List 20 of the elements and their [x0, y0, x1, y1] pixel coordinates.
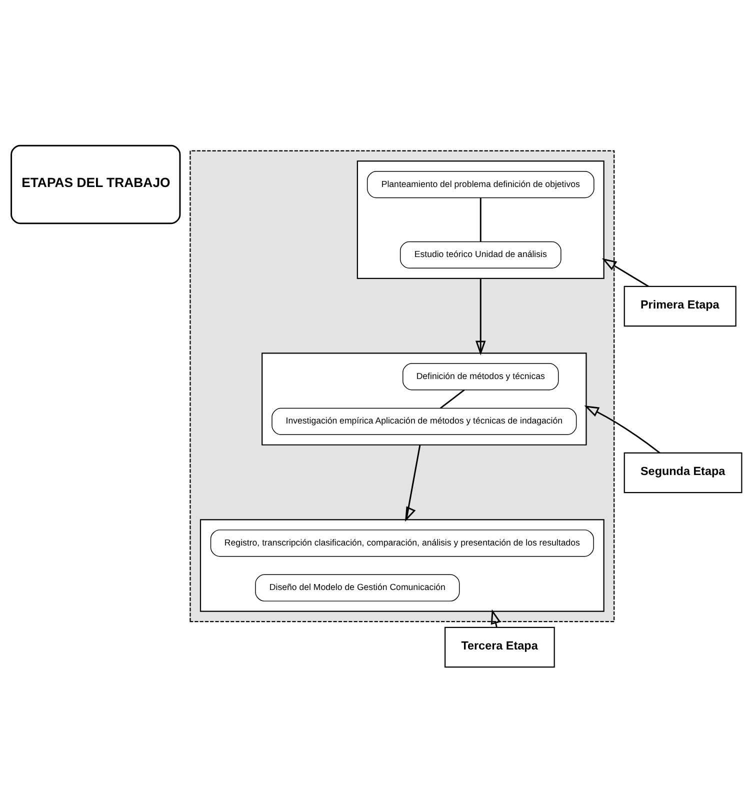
node-box: Estudio teórico Unidad de análisis	[400, 241, 562, 268]
cluster	[190, 150, 615, 622]
connector	[440, 389, 465, 409]
node-box: Planteamiento del problema definición de objetivos	[366, 170, 594, 198]
node-box: Segunda Etapa	[624, 452, 742, 494]
node-box: Tercera Etapa	[444, 626, 555, 668]
arrow	[405, 444, 421, 522]
connector	[480, 198, 482, 242]
arrow	[602, 258, 649, 288]
node-box: ETAPAS DEL TRABAJO	[10, 144, 181, 224]
node-box: Definición de métodos y técnicas	[402, 363, 559, 390]
node-box: Registro, transcripción clasificación, comparación, análisis y presentación de los resultados	[210, 530, 594, 557]
arrow	[584, 406, 660, 454]
cluster	[262, 352, 587, 446]
node-box: Primera Etapa	[624, 286, 736, 327]
cluster	[200, 519, 604, 612]
arrow	[476, 278, 486, 356]
node-box: Diseño del Modelo de Gestión Comunicación	[255, 574, 460, 602]
node-box: Investigación empírica Aplicación de métodos y técnicas de indagación	[272, 408, 577, 435]
cluster	[356, 160, 604, 279]
